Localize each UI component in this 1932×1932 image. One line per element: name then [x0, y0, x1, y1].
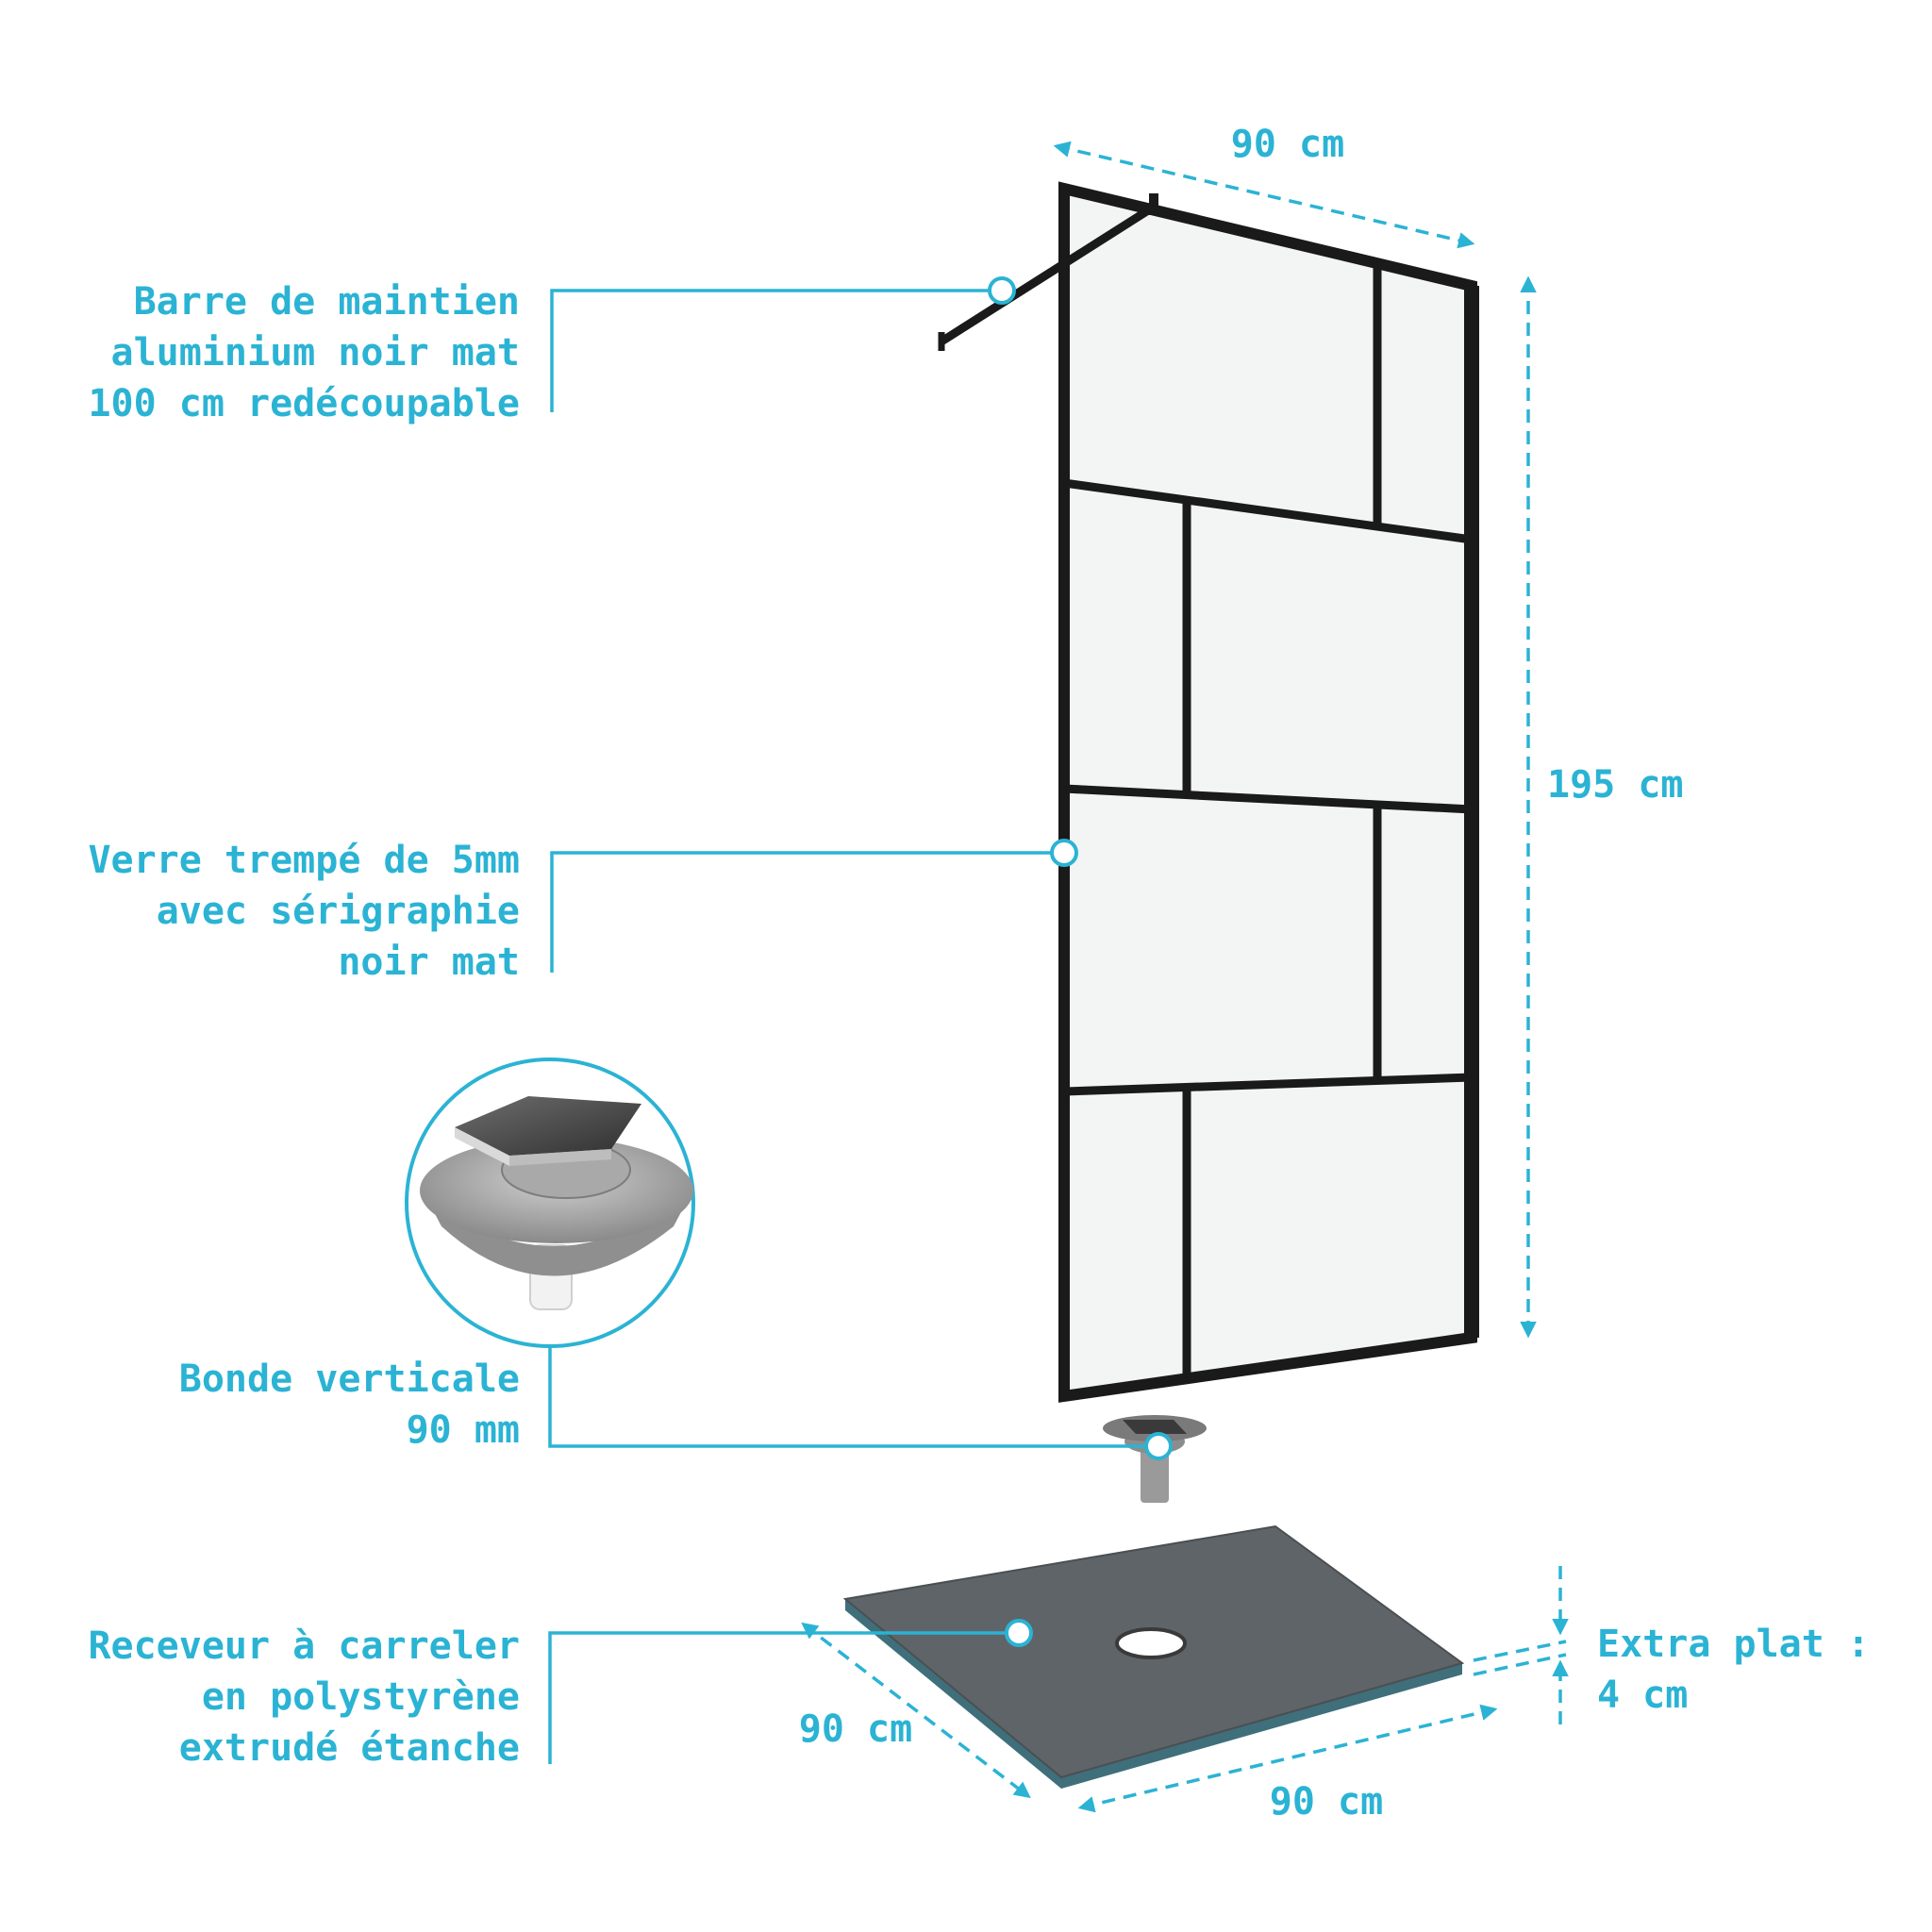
label-extra-plat-1: Extra plat : [1597, 1623, 1870, 1666]
leader-barre [550, 289, 1002, 412]
callout-dot-receveur [1005, 1619, 1033, 1647]
callout-dot-barre [988, 276, 1016, 305]
bar-h1 [1063, 478, 1473, 544]
glass-surface [1064, 189, 1472, 1396]
tray-drain-hole [1115, 1627, 1187, 1659]
shower-tray [842, 1524, 1465, 1789]
label-panel-height: 195 cm [1547, 763, 1684, 807]
leader-bonde [548, 1347, 1158, 1448]
label-tray-depth: 90 cm [799, 1707, 912, 1751]
label-receveur-3: extrudé étanche [179, 1726, 520, 1770]
label-bonde-2: 90 mm [407, 1408, 520, 1452]
label-tray-width: 90 cm [1270, 1780, 1383, 1824]
drain-grate [455, 1096, 641, 1156]
label-barre-2: aluminium noir mat [111, 331, 520, 375]
label-panel-width: 90 cm [1231, 123, 1344, 166]
glass-panel [938, 181, 1479, 1403]
callout-dot-verre [1050, 839, 1078, 867]
dim-tray-width [1077, 1704, 1498, 1813]
label-receveur-2: en polystyrène [202, 1675, 520, 1719]
label-receveur-1: Receveur à carreler [88, 1624, 520, 1668]
label-extra-plat-2: 4 cm [1597, 1674, 1688, 1717]
dim-tray-depth [801, 1622, 1031, 1799]
label-bonde-1: Bonde verticale [179, 1357, 520, 1401]
label-verre-1: Verre trempé de 5mm [88, 839, 520, 882]
label-barre-1: Barre de maintien [134, 280, 520, 324]
label-barre-3: 100 cm redécoupable [88, 382, 520, 425]
bar-h2 [1063, 784, 1473, 814]
dim-panel-width [1053, 141, 1475, 249]
drain-detail [405, 1058, 695, 1348]
bar-h3 [1063, 1073, 1473, 1096]
label-verre-2: avec sérigraphie [157, 890, 520, 933]
callout-dot-bonde [1144, 1432, 1173, 1460]
leader-verre [550, 851, 1064, 973]
label-verre-3: noir mat [338, 941, 520, 984]
